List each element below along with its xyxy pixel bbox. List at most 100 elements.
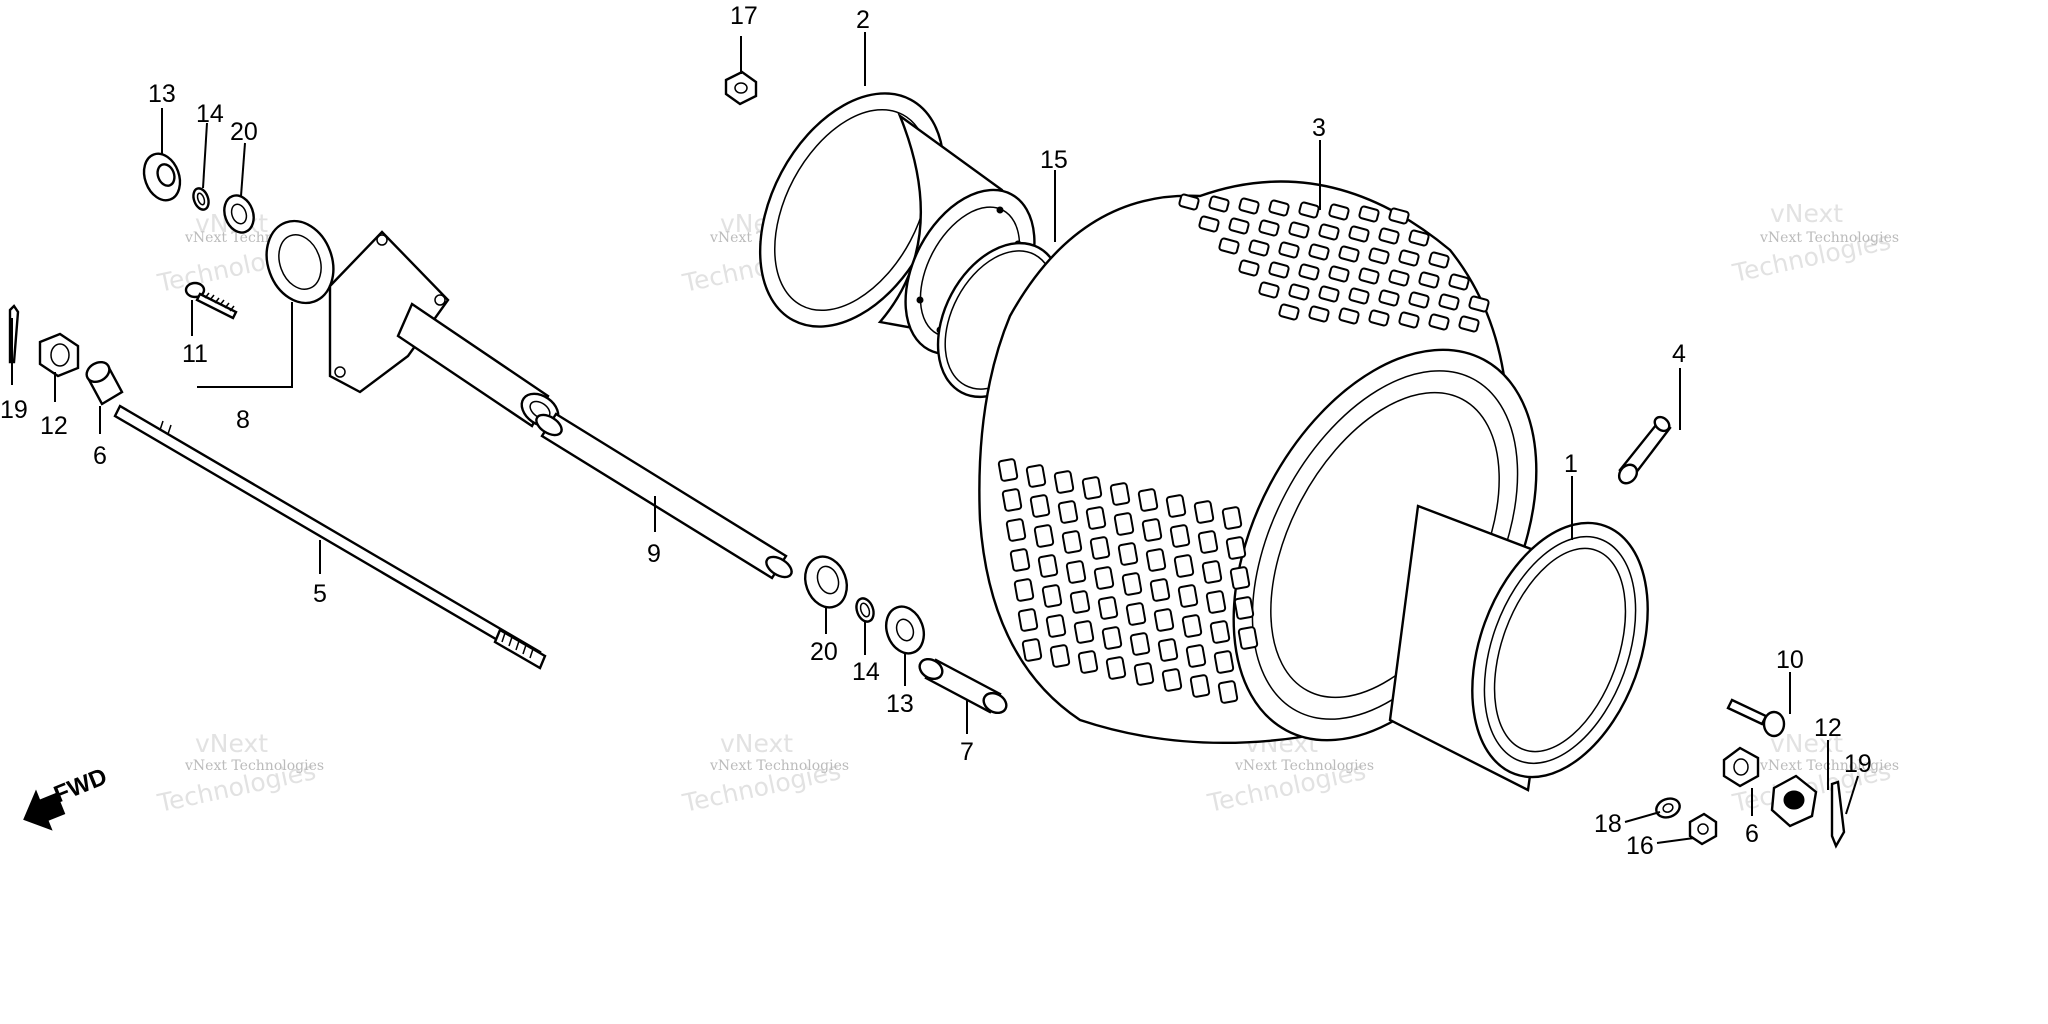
tread-block <box>1229 566 1251 590</box>
tread-block <box>1097 596 1119 620</box>
tread-block <box>1133 662 1155 686</box>
tread-block <box>1233 596 1255 620</box>
tread-block <box>1438 293 1460 311</box>
tread-block <box>1378 227 1400 245</box>
sleeve-part-7 <box>918 657 1008 715</box>
callout-14: 14 <box>196 100 224 128</box>
cotter-pin-part-19-right <box>1830 780 1846 849</box>
callout-11: 11 <box>182 340 208 368</box>
tread-block <box>1053 470 1075 494</box>
tread-block <box>1049 644 1071 668</box>
tread-block <box>1001 488 1023 512</box>
tread-block <box>1137 488 1159 512</box>
svg-text:vNext Technologies: vNext Technologies <box>1234 758 1374 774</box>
watermark: vNext Technologies vNext Technologies <box>1729 199 1899 288</box>
callout-10: 10 <box>1776 646 1804 674</box>
tread-block <box>1017 608 1039 632</box>
tread-block <box>1205 590 1227 614</box>
callout-8: 8 <box>236 406 250 434</box>
tread-block <box>1081 476 1103 500</box>
callout-15: 15 <box>1040 146 1068 174</box>
tread-block <box>1198 215 1220 233</box>
tread-block <box>1408 291 1430 309</box>
tread-block <box>1093 566 1115 590</box>
svg-text:vNext Technologies: vNext Technologies <box>1759 230 1899 246</box>
tread-block <box>1258 219 1280 237</box>
axle-housing-part-8 <box>265 219 560 428</box>
svg-text:vNext Technologies: vNext Technologies <box>184 758 324 774</box>
tread-block <box>1061 530 1083 554</box>
tread-block <box>1328 203 1350 221</box>
tread-block <box>1149 578 1171 602</box>
tread-block <box>1025 464 1047 488</box>
tread-block <box>1398 249 1420 267</box>
tread-block <box>997 458 1019 482</box>
watermark: vNext Technologies vNext Technologies <box>154 729 324 818</box>
callout-labels: 13 14 20 11 8 19 12 6 5 9 17 2 15 3 4 1 … <box>0 2 1872 860</box>
tread-block <box>1209 620 1231 644</box>
tread-block <box>1368 309 1390 327</box>
forward-arrow-icon <box>23 789 66 831</box>
callout-17: 17 <box>730 2 758 30</box>
tread-block <box>1468 295 1490 313</box>
svg-text:vNext: vNext <box>1770 729 1843 758</box>
tread-block <box>1208 195 1230 213</box>
rim-outer-part-1 <box>1388 504 1649 792</box>
tread-block <box>1101 626 1123 650</box>
tread-block <box>1189 674 1211 698</box>
castle-nut-part-12-right <box>1770 774 1818 828</box>
tread-block <box>1177 584 1199 608</box>
tread-block <box>1077 650 1099 674</box>
tread-block <box>1165 494 1187 518</box>
callout-6: 6 <box>1745 820 1759 848</box>
tread-block <box>1308 305 1330 323</box>
callout-7: 7 <box>960 738 974 766</box>
tread-block <box>1448 273 1470 291</box>
callout-14: 14 <box>852 658 880 686</box>
tread-block <box>1005 518 1027 542</box>
tread-block <box>1418 271 1440 289</box>
callout-2: 2 <box>856 6 870 34</box>
tread-block <box>1201 560 1223 584</box>
tread-block <box>1105 656 1127 680</box>
tire-part-3 <box>978 180 1538 745</box>
axle-shaft-part-5 <box>113 404 547 670</box>
svg-text:vNext Technologies: vNext Technologies <box>709 758 849 774</box>
tread-block <box>1045 614 1067 638</box>
tread-block <box>1288 283 1310 301</box>
tread-block <box>1178 193 1200 211</box>
callout-19: 19 <box>0 396 28 424</box>
tread-block <box>1109 482 1131 506</box>
callout-3: 3 <box>1312 114 1326 142</box>
tread-block <box>1013 578 1035 602</box>
tread-block <box>1221 506 1243 530</box>
spacer-tube-part-9 <box>535 412 793 580</box>
svg-text:vNext Technologies: vNext Technologies <box>1759 758 1899 774</box>
collar-part-6-right <box>1722 746 1760 788</box>
tread-block <box>1225 536 1247 560</box>
tread-block <box>1113 512 1135 536</box>
tread-block <box>1388 269 1410 287</box>
svg-text:vNext: vNext <box>1770 199 1843 228</box>
callout-13: 13 <box>148 80 176 108</box>
tread-block <box>1153 608 1175 632</box>
tread-block <box>1368 247 1390 265</box>
tread-block <box>1057 500 1079 524</box>
tread-block <box>1358 205 1380 223</box>
tread-block <box>1169 524 1191 548</box>
callout-20: 20 <box>810 638 838 666</box>
tread-block <box>1141 518 1163 542</box>
tread-block <box>1278 241 1300 259</box>
tread-block <box>1089 536 1111 560</box>
bearing-part-13-lower <box>884 605 926 655</box>
seal-part-20-lower <box>804 555 848 609</box>
tread-block <box>1298 201 1320 219</box>
tread-block <box>1348 287 1370 305</box>
tread-block <box>1398 311 1420 329</box>
washer-part-18 <box>1655 797 1681 819</box>
tread-block <box>1157 638 1179 662</box>
fwd-label: FWD <box>50 763 111 809</box>
tread-block <box>1318 223 1340 241</box>
tread-block <box>1378 289 1400 307</box>
